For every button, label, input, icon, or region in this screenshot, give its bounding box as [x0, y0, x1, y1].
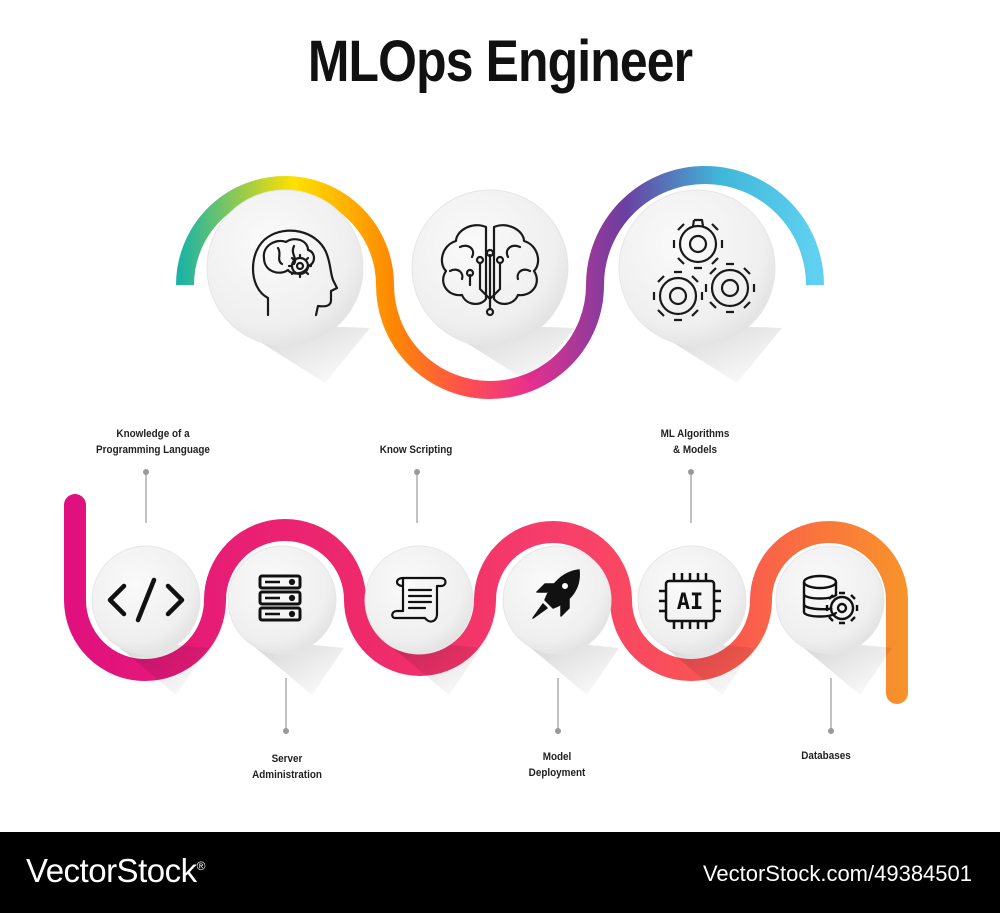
- bottom-wave-track: [64, 494, 908, 704]
- step-label-line: ML Algorithms: [660, 428, 730, 440]
- step-label-line: Model: [542, 751, 572, 763]
- step-label-databases: Databases: [745, 748, 907, 764]
- vectorstock-logo[interactable]: VectorStock®: [26, 852, 205, 890]
- step-label-line: Databases: [801, 750, 851, 762]
- head-with-gear-icon: [251, 229, 339, 317]
- registered-mark: ®: [196, 859, 206, 873]
- step-circle-badge: [637, 545, 754, 695]
- badge-circle: [637, 545, 747, 655]
- step-label-line: Administration: [252, 769, 322, 781]
- connector-dot: [828, 728, 834, 734]
- connector-dot: [414, 469, 420, 475]
- connector-dot: [555, 728, 561, 734]
- connector-dot: [688, 469, 694, 475]
- badge-circle: [206, 189, 364, 347]
- label-connector: [828, 678, 834, 734]
- top-wave-track: [176, 166, 824, 399]
- image-id: VectorStock.com/49384501: [702, 861, 972, 886]
- connector-dot: [283, 728, 289, 734]
- step-label-line: Deployment: [528, 767, 586, 779]
- badge-circle: [775, 545, 885, 655]
- step-label-line: Knowledge of a: [116, 428, 190, 440]
- rocket-icon: [532, 569, 580, 619]
- badge-circle: [364, 545, 474, 655]
- label-connector: [688, 469, 694, 523]
- label-connector: [414, 469, 420, 523]
- svg-text:AI: AI: [677, 590, 704, 615]
- step-label-line: & Models: [672, 444, 718, 456]
- footer-bar: VectorStock® VectorStock.com/49384501: [0, 832, 1000, 913]
- step-label-scripting: Know Scripting: [335, 442, 497, 458]
- connector-dot: [143, 469, 149, 475]
- database-gear-icon: [802, 574, 859, 625]
- step-label-line: Programming Language: [96, 444, 210, 456]
- step-circle-badge: [227, 545, 344, 695]
- badge-circle: [227, 545, 337, 655]
- brand-name: VectorStock: [26, 852, 197, 889]
- gears-icon: [652, 218, 756, 322]
- step-label-programming: Knowledge of a Programming Language: [72, 426, 234, 458]
- ai-chip-icon: AI: [659, 573, 721, 629]
- step-label-deployment: Model Deployment: [476, 749, 638, 781]
- code-brackets-icon: [107, 577, 185, 623]
- step-label-line: Server: [271, 753, 303, 765]
- step-circle-badge: [364, 545, 481, 695]
- page-title: MLOps Engineer: [307, 29, 693, 94]
- label-connector: [283, 678, 289, 734]
- step-label-line: Know Scripting: [379, 444, 453, 456]
- top-circle-badge: [206, 189, 370, 383]
- circuit-brain-icon: [440, 224, 540, 317]
- label-connector: [143, 469, 149, 523]
- label-connector: [555, 678, 561, 734]
- step-label-ml-algorithms: ML Algorithms & Models: [614, 426, 776, 458]
- script-scroll-icon: [391, 576, 447, 623]
- step-label-server: Server Administration: [206, 751, 368, 783]
- step-circle-badge: [775, 545, 892, 695]
- server-rack-icon: [258, 574, 302, 622]
